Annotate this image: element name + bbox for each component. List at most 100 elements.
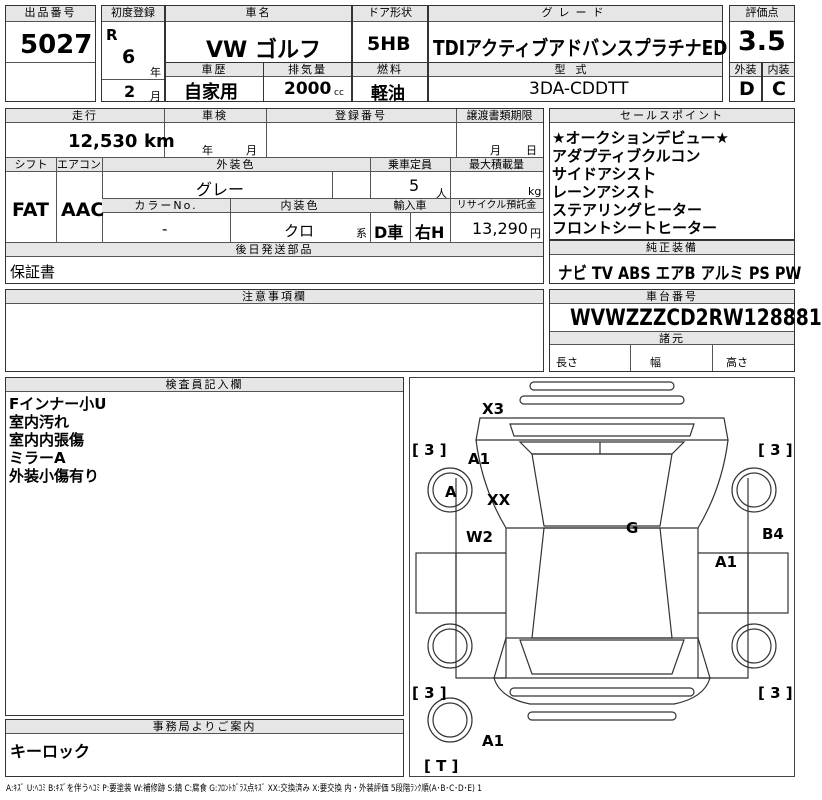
mileage-label: 走行 xyxy=(6,109,164,123)
exterior-grade-label: 外装 xyxy=(730,63,761,77)
first-reg-box: 初度登録 R 6 年 2 月 xyxy=(101,5,165,103)
capacity-value: 5 xyxy=(409,176,420,195)
car-name-box: 車名 VW ゴルフ xyxy=(165,5,352,63)
shift-value: FAT xyxy=(12,199,49,221)
vin-value: WVWZZZCD2RW128881 xyxy=(570,306,822,331)
inspection-month-unit: 月 xyxy=(246,144,257,157)
office-box: 事務局よりご案内 キーロック xyxy=(5,719,404,777)
max-load-label: 最大積載量 xyxy=(450,158,543,172)
specs-length: 長さ xyxy=(556,356,578,369)
ext-color-value: グレー xyxy=(196,180,245,199)
inspection-year-unit: 年 xyxy=(202,144,213,157)
selling-point-3: サイドアシスト xyxy=(552,165,657,183)
damage-mark-a1-side: A1 xyxy=(715,553,737,571)
door-value: 5HB xyxy=(367,33,411,55)
recycle-label: リサイクル預託金 xyxy=(450,199,543,213)
color-no-value: - xyxy=(162,220,168,238)
first-reg-month-unit: 月 xyxy=(150,90,161,103)
history-label: 車歴 xyxy=(166,63,263,77)
selling-point-4: レーンアシスト xyxy=(552,183,656,201)
displacement-value: 2000 xyxy=(284,79,332,99)
import-steering: 右H xyxy=(415,223,445,242)
first-reg-year: 6 xyxy=(122,46,136,68)
exterior-grade-box: 外装 D xyxy=(729,62,762,102)
grade-box: グレード TDIアクティブアドバンスプラチナED xyxy=(428,5,727,63)
first-reg-label: 初度登録 xyxy=(102,6,164,22)
damage-diagram: X3 A1 A XX W2 G B4 A1 A1 [ 3 ] [ 3 ] [ 3… xyxy=(409,377,795,777)
model-box: 型式 3DA-CDDTT xyxy=(428,62,723,102)
history-value: 自家用 xyxy=(184,82,238,103)
transfer-month-unit: 月 xyxy=(490,144,501,157)
first-reg-month: 2 xyxy=(124,82,136,101)
selling-points-label: セールスポイント xyxy=(550,109,794,123)
tire-rr: [ 3 ] xyxy=(758,684,793,702)
interior-grade-value: C xyxy=(772,78,786,100)
inspector-label: 検査員記入欄 xyxy=(6,378,403,392)
info-block: 走行 車検 登録番号 譲渡書類期限 12,530 km 年 月 月 日 シフト … xyxy=(5,108,544,284)
inspector-note-4: ミラーA xyxy=(9,449,66,467)
office-value: キーロック xyxy=(10,742,91,761)
tire-rl: [ 3 ] xyxy=(412,684,447,702)
aircon-label: エアコン xyxy=(56,158,102,172)
car-name-label: 車名 xyxy=(166,6,351,22)
import-drive: D車 xyxy=(374,223,404,242)
damage-mark-a1-front: A1 xyxy=(468,450,490,468)
door-label: ドア形状 xyxy=(353,6,427,22)
inspector-box: 検査員記入欄 Fインナー小U 室内汚れ 室内内張傷 ミラーA 外装小傷有り xyxy=(5,377,404,716)
registration-label: 登録番号 xyxy=(266,109,456,123)
lot-box: 出品番号 5027 xyxy=(5,5,96,102)
int-color-label: 内装色 xyxy=(230,199,370,213)
model-label: 型式 xyxy=(429,63,722,77)
recycle-unit: 円 xyxy=(530,227,541,240)
max-load-unit: kg xyxy=(528,185,542,198)
car-name-value: VW ゴルフ xyxy=(206,38,321,63)
int-color-suffix: 系 xyxy=(356,227,367,240)
inspector-note-1: Fインナー小U xyxy=(9,395,107,413)
damage-mark-g: G xyxy=(626,519,638,537)
inspection-label: 車検 xyxy=(164,109,266,123)
equipment-value: ナビ TV ABS エアB アルミ PS PW xyxy=(558,264,802,284)
lot-number: 5027 xyxy=(20,30,93,60)
history-box: 車歴 自家用 xyxy=(165,62,264,103)
vin-label: 車台番号 xyxy=(550,290,794,304)
recycle-value: 13,290 xyxy=(472,219,528,238)
later-parts-label: 後日発送部品 xyxy=(6,243,543,257)
tire-fl: [ 3 ] xyxy=(412,441,447,459)
specs-label: 諸元 xyxy=(550,331,794,345)
model-value: 3DA-CDDTT xyxy=(529,79,629,99)
door-box: ドア形状 5HB xyxy=(352,5,428,63)
damage-mark-xx: XX xyxy=(487,491,511,509)
aircon-value: AAC xyxy=(61,199,105,221)
notes-label: 注意事項欄 xyxy=(6,290,543,304)
mileage-unit: km xyxy=(144,131,175,152)
car-outline-diagram: X3 A1 A XX W2 G B4 A1 A1 [ 3 ] [ 3 ] [ 3… xyxy=(412,381,793,775)
equipment-label: 純正装備 xyxy=(550,241,794,255)
score-value: 3.5 xyxy=(738,26,786,57)
inspector-note-2: 室内汚れ xyxy=(9,413,70,431)
capacity-label: 乗車定員 xyxy=(370,158,450,172)
selling-point-1: ★オークションデビュー★ xyxy=(552,129,729,147)
damage-mark-b4: B4 xyxy=(762,525,784,543)
lot-label: 出品番号 xyxy=(6,6,95,22)
grade-label: グレード xyxy=(429,6,722,22)
displacement-box: 排気量 2000 cc xyxy=(263,62,352,102)
mileage-value: 12,530 xyxy=(68,131,138,152)
transfer-label: 譲渡書類期限 xyxy=(456,109,543,123)
legend-text: A:ｷｽﾞ U:ﾍｺﾐ B:ｷｽﾞを伴うﾍｺﾐ P:要塗装 W:補修跡 S:錆 … xyxy=(6,784,482,794)
selling-point-6: フロントシートヒーター xyxy=(552,219,718,237)
exterior-grade-value: D xyxy=(739,78,755,100)
import-label: 輸入車 xyxy=(370,199,450,213)
displacement-label: 排気量 xyxy=(264,63,351,77)
selling-points-box: セールスポイント ★オークションデビュー★ アダプティブクルコン サイドアシスト… xyxy=(549,108,795,240)
score-label: 評価点 xyxy=(730,6,794,22)
notes-box: 注意事項欄 xyxy=(5,289,544,372)
damage-mark-a-wheel: A xyxy=(445,483,457,501)
interior-grade-label: 内装 xyxy=(763,63,794,77)
ext-color-label: 外装色 xyxy=(102,158,370,172)
fuel-label: 燃料 xyxy=(353,63,427,77)
specs-height: 高さ xyxy=(726,356,748,369)
transfer-day-unit: 日 xyxy=(526,144,537,157)
damage-mark-x3: X3 xyxy=(482,400,504,418)
shift-label: シフト xyxy=(6,158,56,172)
spare-tire: [ T ] xyxy=(424,757,458,775)
